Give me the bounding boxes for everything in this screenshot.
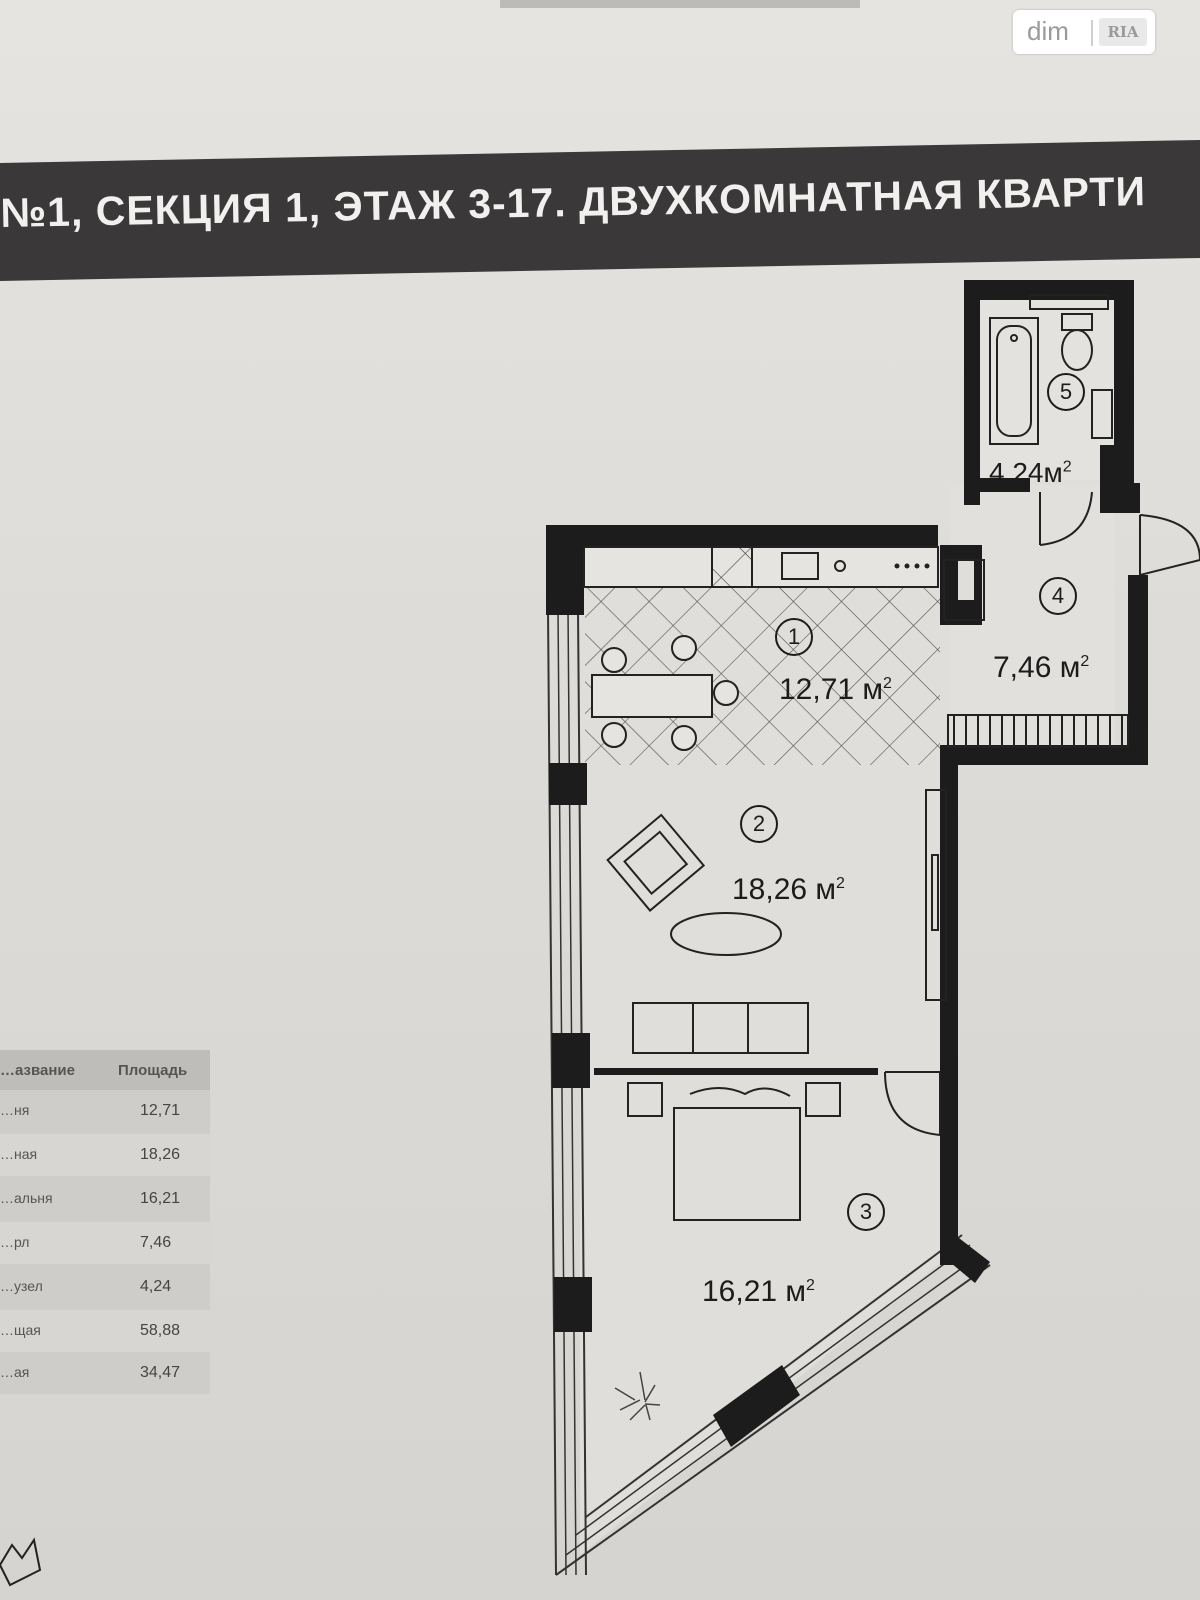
kitchen-tile-floor xyxy=(585,575,940,765)
wall-hall-right xyxy=(1128,575,1148,765)
wall-entry-top xyxy=(1100,483,1140,513)
kitchen-counter xyxy=(583,546,939,588)
legend-row-value: 34,47 xyxy=(140,1364,181,1381)
room-area-1: 12,71 м2 xyxy=(779,673,892,706)
legend-row-name: …щая xyxy=(0,1322,41,1338)
room-number-2: 2 xyxy=(740,805,778,843)
legend-row: …ня 12,71 xyxy=(0,1090,210,1132)
dining-table-icon xyxy=(591,635,739,751)
area-legend-table: …азвание Площадь …ня 12,71 …ная 18,26 …а… xyxy=(0,1050,210,1394)
bath-shelf xyxy=(1029,294,1109,310)
wardrobe-icon xyxy=(925,789,947,1001)
cooktop-icon xyxy=(894,563,930,569)
dim-ria-watermark[interactable]: dim RIA xyxy=(1013,10,1155,54)
kitchen-sink-icon xyxy=(781,552,846,580)
legend-row-value: 4,24 xyxy=(140,1278,172,1295)
room-area-4: 7,46 м2 xyxy=(993,651,1090,684)
legend-header: …азвание Площадь xyxy=(0,1050,210,1090)
bathroom-door[interactable] xyxy=(1039,491,1093,546)
coffee-table-icon xyxy=(670,912,782,956)
room-area-2: 18,26 м2 xyxy=(732,873,845,906)
wall-bath-left xyxy=(964,280,980,505)
column-inner xyxy=(958,560,974,600)
wall-top-kitchen xyxy=(546,525,938,547)
legend-row: …ая 34,47 xyxy=(0,1352,210,1394)
sofa-icon xyxy=(632,1002,809,1054)
legend-row: …щая 58,88 xyxy=(0,1310,210,1352)
developer-logo-icon xyxy=(0,1537,42,1587)
ria-logo-icon: RIA xyxy=(1099,18,1147,46)
hall-grate xyxy=(947,714,1129,748)
wall-right-main xyxy=(940,745,958,1265)
legend-row-value: 18,26 xyxy=(140,1146,181,1163)
legend-row-name: …ая xyxy=(0,1364,30,1380)
room-area-3: 16,21 м2 xyxy=(702,1275,815,1308)
wall-living-bedroom xyxy=(594,1068,878,1075)
legend-header-name: …азвание xyxy=(0,1062,75,1079)
main-floor xyxy=(580,545,975,1555)
room-number-5: 5 xyxy=(1047,373,1085,411)
watermark-dim-text: dim xyxy=(1027,16,1069,46)
wall-bath-notch xyxy=(1100,445,1134,483)
legend-row: …ная 18,26 xyxy=(0,1134,210,1176)
sink-icon xyxy=(1091,389,1113,439)
legend-row-value: 12,71 xyxy=(140,1102,181,1119)
bathtub-icon xyxy=(989,317,1039,445)
bedroom-door[interactable] xyxy=(884,1071,941,1136)
legend-row-value: 16,21 xyxy=(140,1190,181,1207)
wall-pier-diagonal xyxy=(713,1365,800,1447)
watermark-separator xyxy=(1091,20,1093,46)
legend-row-value: 7,46 xyxy=(140,1234,172,1251)
room-number-4: 4 xyxy=(1039,577,1077,615)
plant-icon xyxy=(614,1371,661,1421)
wall-top-left-corner xyxy=(546,525,584,615)
wall-pier-3 xyxy=(554,1277,592,1332)
wall-bath-right xyxy=(1114,280,1134,445)
hall-wardrobe xyxy=(943,559,985,621)
stove-icon xyxy=(711,546,753,588)
paper-top-edge xyxy=(500,0,860,8)
legend-row-value: 58,88 xyxy=(140,1322,181,1339)
legend-row-name: …ня xyxy=(0,1102,30,1118)
legend-row-name: …альня xyxy=(0,1190,53,1206)
wall-hall-bottom xyxy=(940,745,1148,765)
walls xyxy=(546,280,1148,1265)
legend-row-name: …узел xyxy=(0,1278,43,1294)
legend-row-name: …рл xyxy=(0,1234,30,1250)
room-number-1: 1 xyxy=(775,618,813,656)
legend-row-name: …ная xyxy=(0,1146,38,1162)
toilet-icon xyxy=(1061,313,1093,371)
wall-pier-1 xyxy=(549,763,587,805)
legend-row: …альня 16,21 xyxy=(0,1178,210,1220)
wall-pier-2 xyxy=(552,1033,590,1088)
legend-row: …узел 4,24 xyxy=(0,1266,210,1308)
room-number-3: 3 xyxy=(847,1193,885,1231)
armchair-icon xyxy=(606,813,706,912)
legend-row: …рл 7,46 xyxy=(0,1222,210,1264)
room-area-5: 4,24м2 xyxy=(989,457,1072,488)
wall-bath-bottom-left xyxy=(970,478,1030,492)
bed-icon xyxy=(627,1082,841,1221)
entrance-door[interactable] xyxy=(1139,514,1200,576)
legend-header-area: Площадь xyxy=(118,1062,188,1079)
